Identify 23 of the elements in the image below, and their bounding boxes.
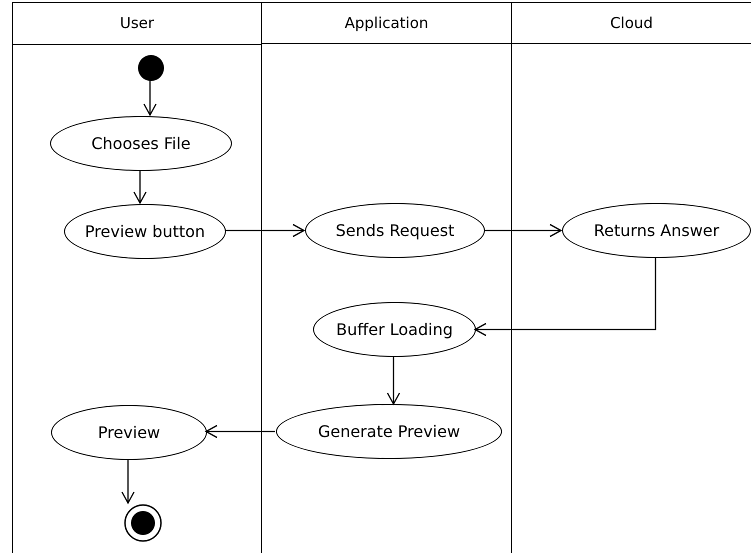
activity-label: Returns Answer — [594, 220, 720, 242]
activity-label: Preview — [98, 422, 160, 444]
arrow — [484, 224, 562, 238]
activity-label: Generate Preview — [318, 420, 460, 442]
arrow — [225, 224, 305, 238]
arrow — [143, 80, 157, 116]
swimlane — [511, 2, 751, 553]
lane-header: Application — [262, 2, 511, 44]
activity-label: Buffer Loading — [336, 318, 453, 340]
activity-label: Preview button — [84, 220, 206, 242]
swimlane — [12, 2, 261, 553]
lane-header: Cloud — [512, 2, 751, 44]
swimlane — [261, 2, 511, 553]
final-node — [124, 504, 162, 542]
activity-label: Chooses File — [91, 132, 191, 154]
arrow — [133, 170, 147, 204]
activity-label: Sends Request — [336, 220, 454, 242]
lane-header: User — [13, 3, 261, 45]
initial-node — [138, 55, 164, 81]
arrow — [121, 459, 135, 504]
arrow — [386, 357, 400, 405]
arrow — [205, 424, 275, 438]
arrow — [474, 258, 656, 336]
